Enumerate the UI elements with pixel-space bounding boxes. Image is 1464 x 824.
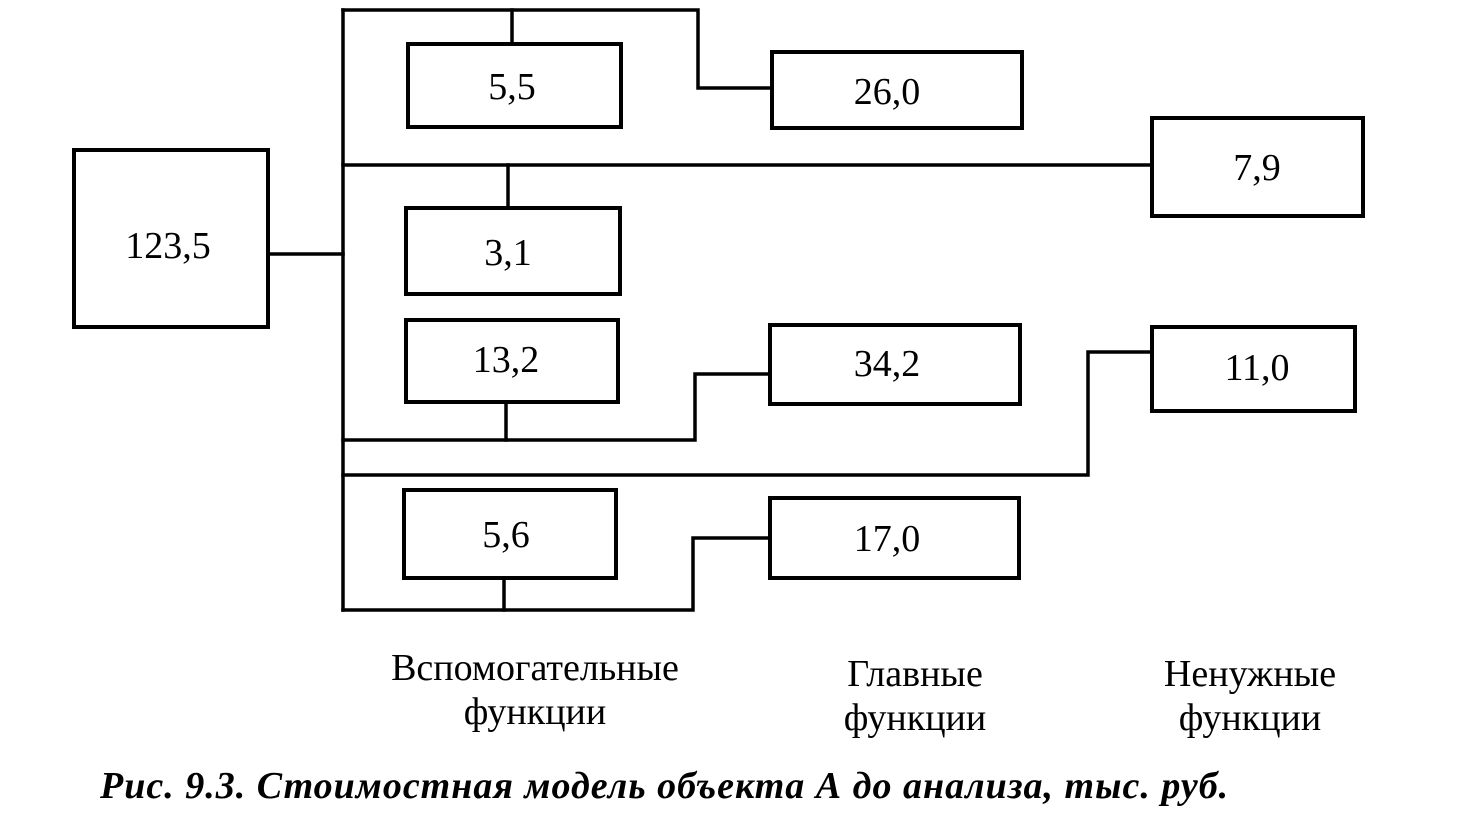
node-aux-2: 3,1: [404, 206, 622, 296]
node-main-2-value: 34,2: [854, 343, 921, 385]
node-main-2: 34,2: [768, 323, 1022, 406]
node-aux-2-value: 3,1: [484, 232, 532, 274]
node-main-1-value: 26,0: [854, 71, 921, 113]
node-unneeded-1-value: 7,9: [1233, 147, 1281, 189]
node-aux-1-value: 5,5: [488, 66, 536, 108]
node-main-3: 17,0: [768, 496, 1021, 580]
column-label-unneeded-line1: Ненужные: [1163, 653, 1337, 695]
node-aux-4: 5,6: [402, 488, 618, 580]
node-total-value: 123,5: [125, 225, 211, 267]
connector-lines: [266, 8, 1154, 612]
node-aux-3-value: 13,2: [473, 339, 540, 381]
node-main-3-value: 17,0: [854, 518, 921, 560]
node-aux-4-value: 5,6: [482, 514, 530, 556]
connector-branch-mid: [341, 372, 772, 442]
node-aux-1: 5,5: [406, 42, 623, 129]
column-label-main-line1: Главные: [847, 653, 983, 695]
column-label-unneeded: Ненужные функции: [1110, 652, 1390, 740]
column-label-auxiliary-line2: функции: [463, 691, 607, 733]
node-aux-3: 13,2: [404, 318, 620, 404]
column-label-auxiliary: Вспомогательные функции: [340, 646, 730, 734]
column-label-main: Главные функции: [790, 652, 1040, 740]
node-unneeded-2-value: 11,0: [1224, 347, 1289, 389]
figure-caption: Рис. 9.3. Стоимостная модель объекта А д…: [100, 765, 1230, 807]
cost-model-diagram: 123,5 5,5 26,0 7,9 3,1 13,2 34,2: [72, 8, 1365, 612]
connector-branch-unneeded-2: [341, 350, 1154, 477]
column-label-auxiliary-line1: Вспомогательные: [391, 647, 679, 689]
connector-branch-top: [341, 8, 774, 90]
connector-branch-bottom: [341, 536, 772, 612]
node-unneeded-2: 11,0: [1150, 325, 1357, 413]
node-main-1: 26,0: [770, 50, 1024, 130]
node-total: 123,5: [72, 148, 270, 329]
node-unneeded-1: 7,9: [1150, 116, 1365, 218]
column-label-main-line2: функции: [843, 697, 987, 739]
column-label-unneeded-line2: функции: [1178, 697, 1322, 739]
